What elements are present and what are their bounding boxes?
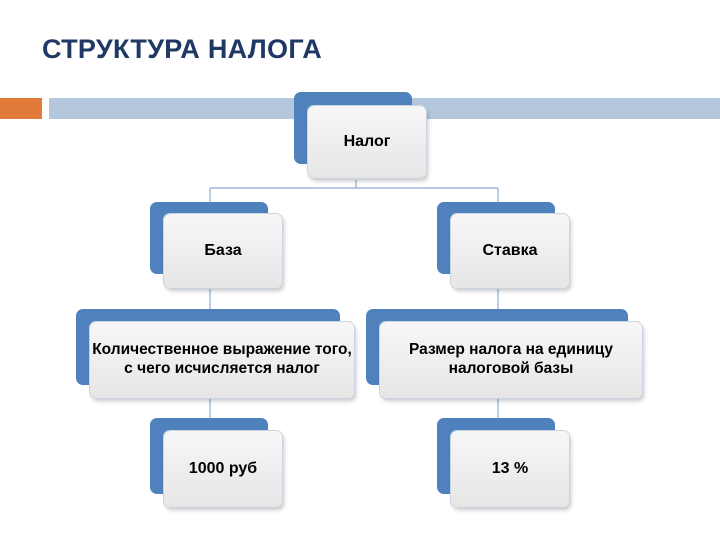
node-rate-example-label: 13 % [491,460,529,478]
node-base-label: База [204,242,242,260]
accent-bar-orange [0,98,42,119]
slide-title: СТРУКТУРА НАЛОГА [42,34,323,64]
node-base-description-label: Количественное выражение того, с чего ис… [92,341,352,377]
connector-root [209,180,499,205]
node-rate-description-label: Размер налога на единицу налоговой базы [409,341,613,377]
node-base-example-label: 1000 руб [188,460,258,478]
node-root-label: Налог [343,133,391,151]
node-rate-label: Ставка [482,242,538,260]
